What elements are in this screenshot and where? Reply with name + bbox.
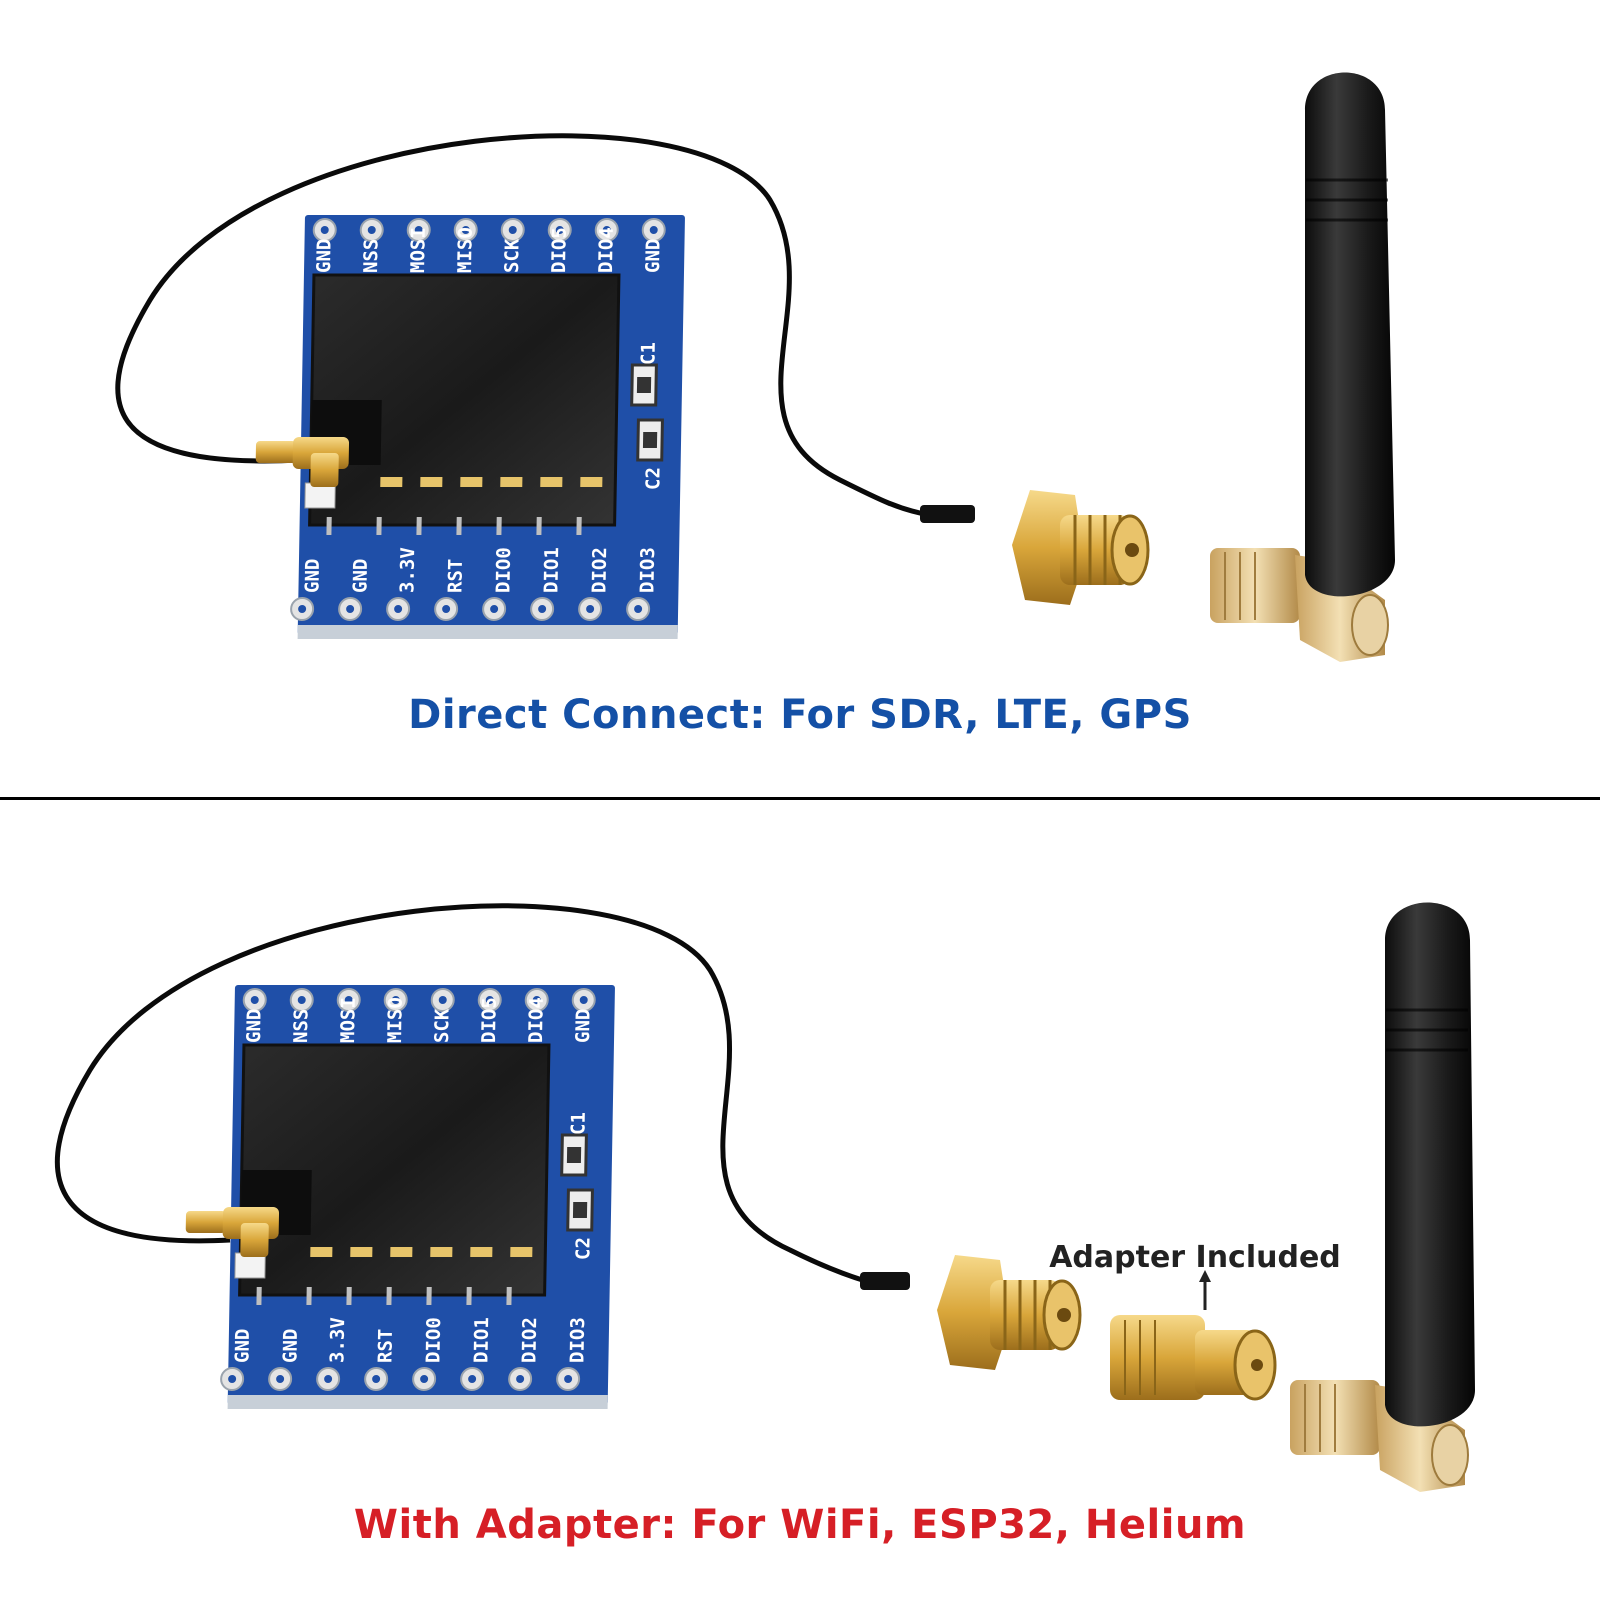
bottom-pin-labels: GND GND 3.3V RST DIO0 DIO1 DIO2 DIO3	[301, 547, 659, 593]
pin-label-bottom-1: GND	[231, 1329, 254, 1363]
component-label-c2: C2	[572, 1237, 594, 1260]
pin-label-bottom-3: 3.3V	[396, 547, 419, 593]
pin-label-top-5: SCK	[501, 238, 524, 273]
pin-label-top-3: MOSI	[407, 227, 430, 273]
pin-label-top-3: MOSI	[337, 997, 360, 1043]
component-label-c2: C2	[642, 467, 664, 490]
pin-label-top-7: DIO4	[525, 997, 548, 1043]
pin-label-bottom-8: DIO3	[566, 1317, 589, 1363]
pin-label-top-6: DIO5	[548, 227, 571, 273]
pin-label-bottom-7: DIO2	[588, 547, 611, 593]
lora-module-board: GND NSS MOSI MISO SCK DIO5 DIO4 GND C1	[255, 215, 685, 639]
pin-label-bottom-5: DIO0	[492, 547, 515, 593]
direct-connect-illustration: GND NSS MOSI MISO SCK DIO5 DIO4 GND C1	[115, 72, 1395, 662]
pin-label-top-2: NSS	[360, 239, 383, 273]
lora-module-board: GND NSS MOSI MISO SCK DIO5 DIO4 GND C1 C…	[185, 985, 615, 1409]
pin-label-bottom-8: DIO3	[636, 547, 659, 593]
pigtail-cable	[115, 133, 931, 518]
pin-label-top-4: MISO	[384, 997, 407, 1043]
with-adapter-panel: GND NSS MOSI MISO SCK DIO5 DIO4 GND C1 C…	[0, 810, 1600, 1600]
sma-female-bulkhead	[920, 490, 1150, 605]
pigtail-cable	[54, 903, 881, 1288]
pin-label-top-6: DIO5	[478, 997, 501, 1043]
pin-label-bottom-5: DIO0	[422, 1317, 445, 1363]
pin-label-top-8: GND	[572, 1009, 595, 1043]
pin-label-bottom-6: DIO1	[470, 1317, 493, 1363]
pin-label-bottom-2: GND	[349, 559, 372, 593]
top-header-holes	[312, 218, 666, 242]
pin-label-top-7: DIO4	[595, 227, 618, 273]
pin-label-bottom-7: DIO2	[518, 1317, 541, 1363]
pin-label-bottom-3: 3.3V	[326, 1317, 349, 1363]
rubber-duck-antenna	[1210, 72, 1395, 662]
sma-adapter	[1110, 1315, 1277, 1401]
sma-female-bulkhead	[860, 1255, 1082, 1370]
component-label-c1: C1	[567, 1112, 589, 1135]
pin-label-top-4: MISO	[454, 227, 477, 273]
pin-label-bottom-1: GND	[301, 559, 324, 593]
pin-label-top-1: GND	[243, 1009, 266, 1043]
pin-label-top-1: GND	[313, 239, 336, 273]
rubber-duck-antenna	[1290, 902, 1475, 1492]
arrow-up-icon	[1199, 1270, 1211, 1310]
ufl-plug	[185, 1207, 280, 1257]
bottom-pin-labels: GND GND 3.3V RST DIO0 DIO1 DIO2 DIO3	[231, 1317, 589, 1363]
top-pin-labels: GND NSS MOSI MISO SCK DIO5 DIO4 GND	[243, 997, 595, 1043]
pin-label-bottom-4: RST	[444, 559, 467, 593]
component-label-c1: C1	[637, 342, 659, 365]
with-adapter-caption: With Adapter: For WiFi, ESP32, Helium	[353, 1502, 1247, 1548]
adapter-included-label: Adapter Included	[1049, 1240, 1341, 1275]
panel-divider	[0, 797, 1600, 800]
pin-label-top-5: SCK	[431, 1008, 454, 1043]
pin-label-bottom-6: DIO1	[540, 547, 563, 593]
top-pin-labels: GND NSS MOSI MISO SCK DIO5 DIO4 GND	[313, 227, 665, 273]
ufl-plug	[255, 437, 350, 487]
pin-label-bottom-4: RST	[374, 1329, 397, 1363]
direct-connect-panel: GND NSS MOSI MISO SCK DIO5 DIO4 GND C1	[0, 0, 1600, 790]
with-adapter-illustration: GND NSS MOSI MISO SCK DIO5 DIO4 GND C1 C…	[54, 902, 1475, 1492]
pin-label-bottom-2: GND	[279, 1329, 302, 1363]
pin-label-top-2: NSS	[290, 1009, 313, 1043]
pin-label-top-8: GND	[642, 239, 665, 273]
direct-connect-caption: Direct Connect: For SDR, LTE, GPS	[408, 692, 1192, 738]
